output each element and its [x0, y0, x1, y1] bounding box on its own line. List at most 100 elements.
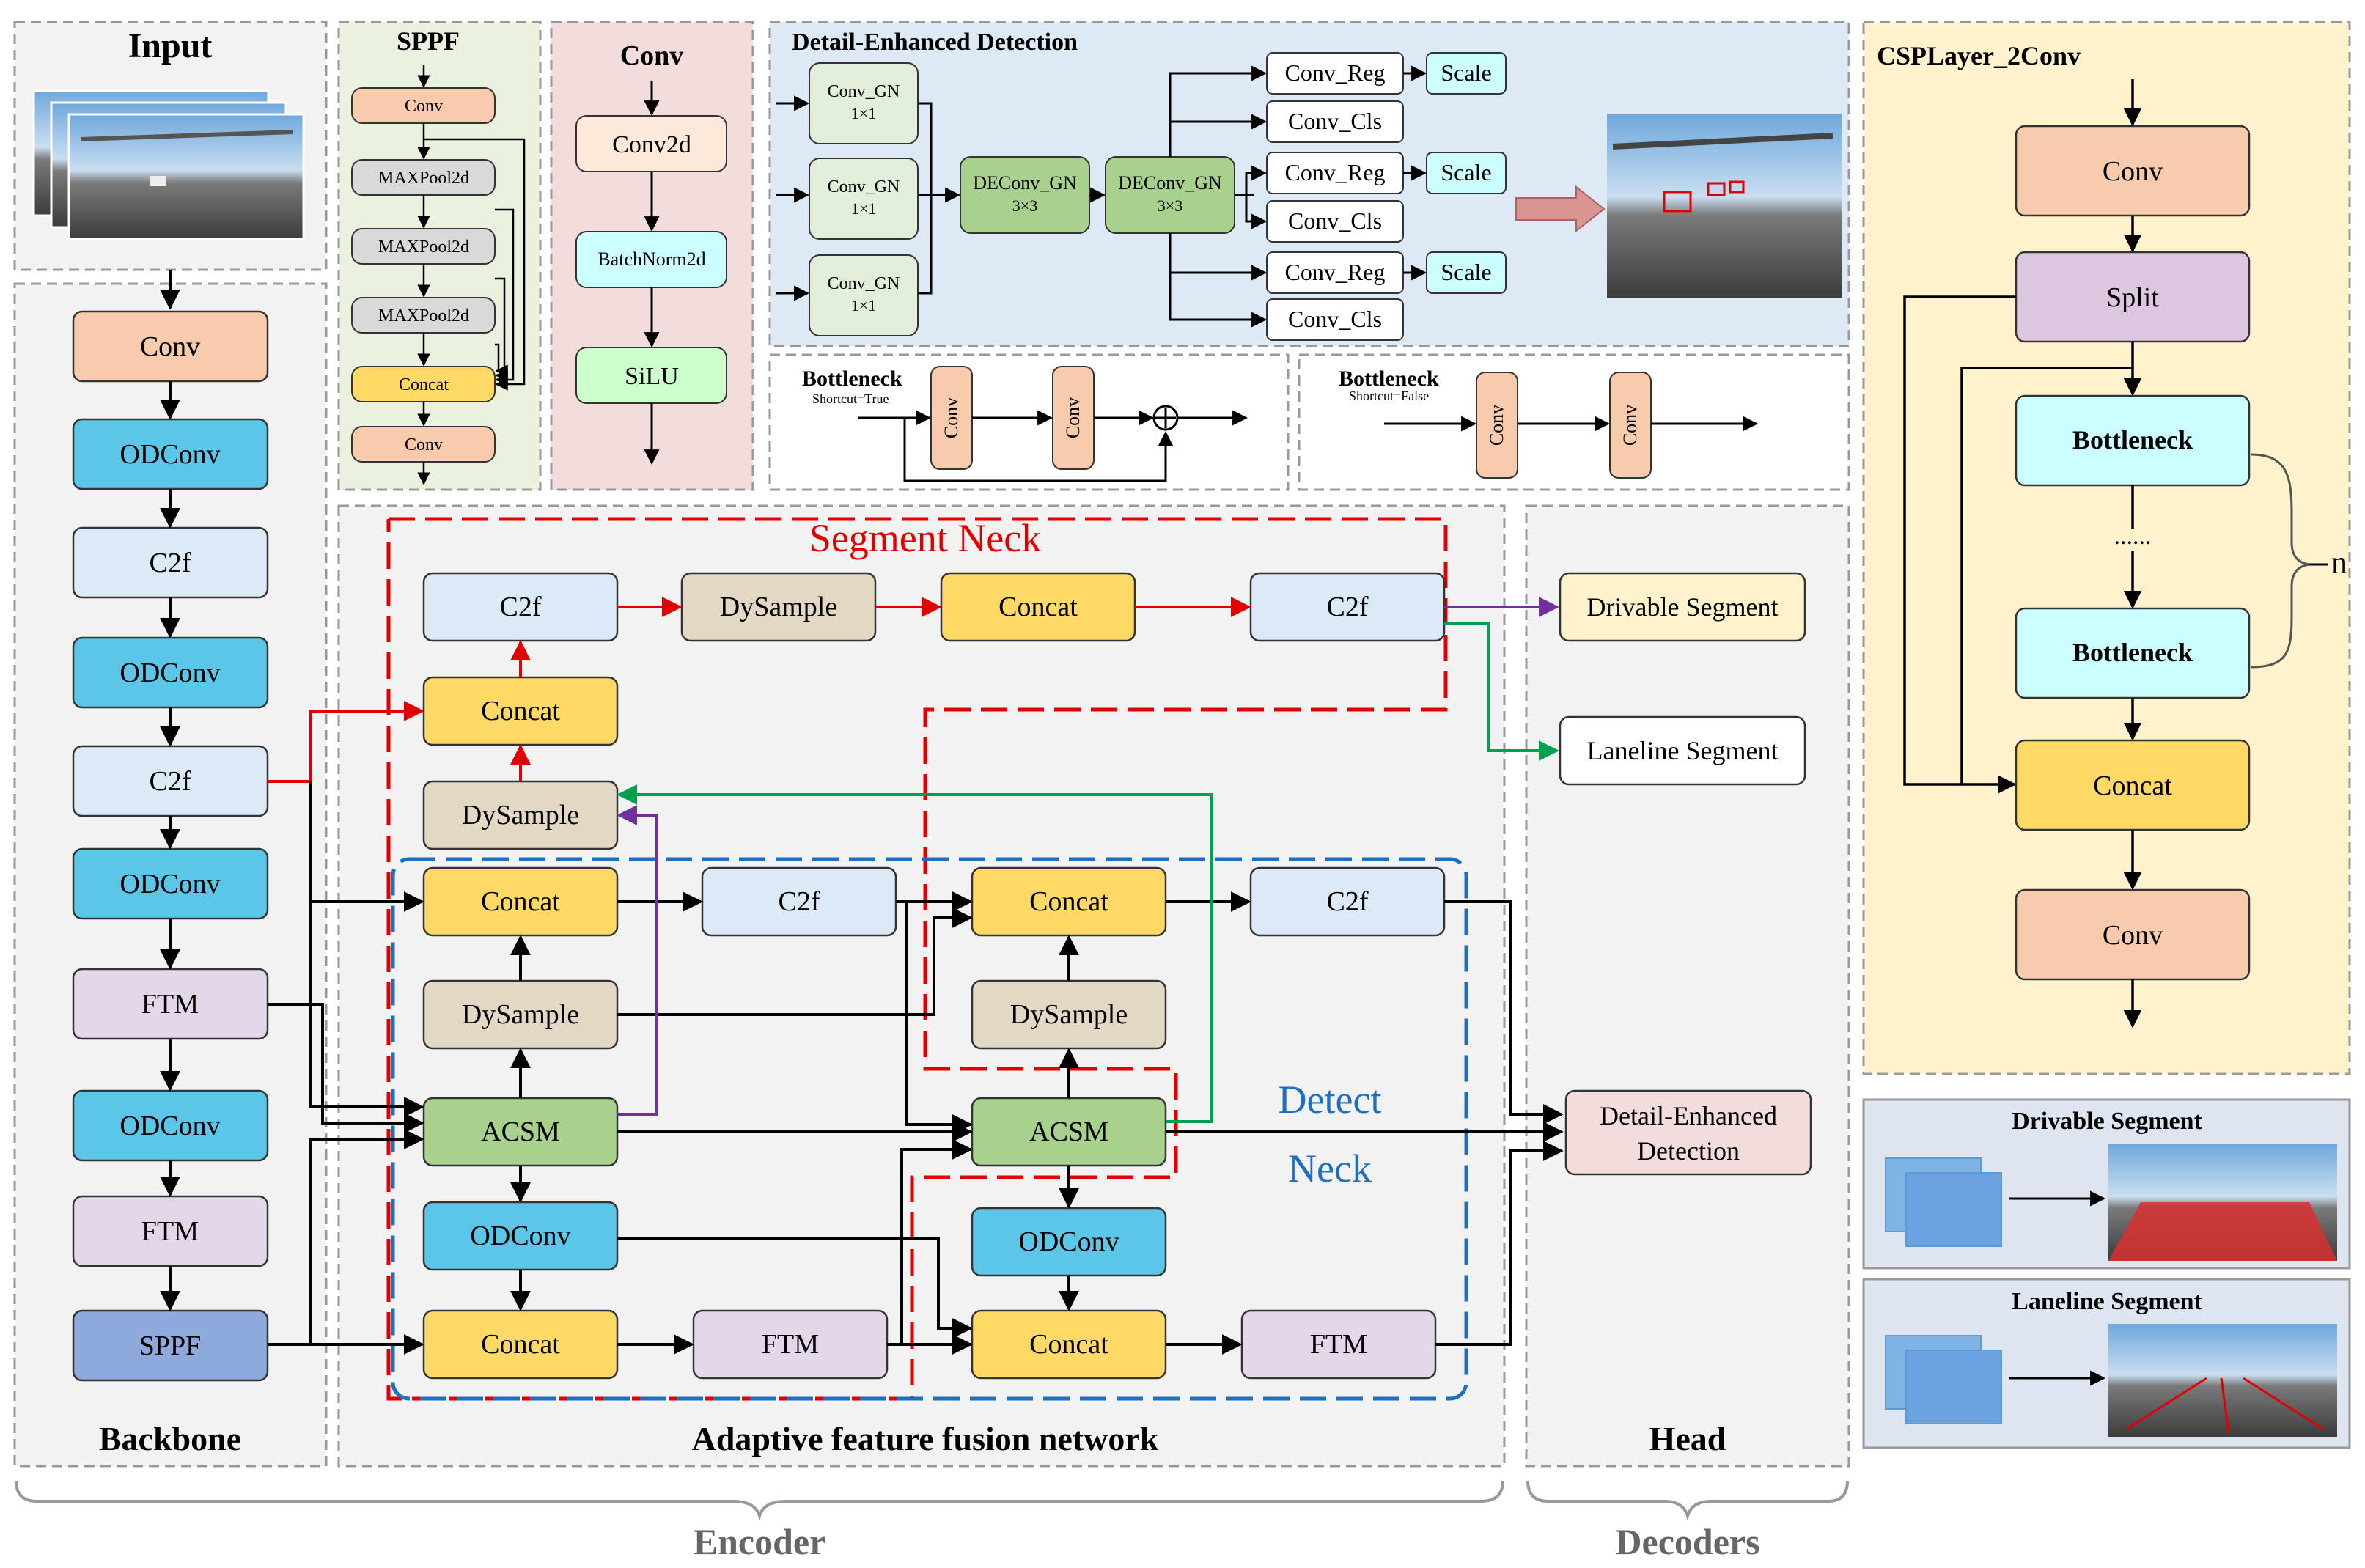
svg-text:Conv_Cls: Conv_Cls	[1288, 108, 1382, 134]
segment-arrows	[268, 597, 1251, 783]
bb-conv-label: Conv	[140, 331, 200, 362]
feature-cube-icon	[1885, 1157, 2002, 1247]
plus-circle-icon	[1152, 405, 1179, 431]
head-label: Head	[1649, 1420, 1726, 1457]
bottleneck-true-title: Bottleneck	[802, 367, 902, 391]
svg-text:Concat: Concat	[1029, 886, 1108, 917]
detect-neck-label-2: Neck	[1288, 1146, 1372, 1190]
encoder-brace	[15, 1480, 1504, 1521]
svg-text:C2f: C2f	[779, 886, 820, 917]
svg-text:BatchNorm2d: BatchNorm2d	[597, 249, 705, 270]
svg-text:Concat: Concat	[481, 696, 560, 726]
csp-blocks: Conv Split Bottleneck ...... Bottleneck …	[2015, 125, 2251, 981]
svg-text:DEConv_GN: DEConv_GN	[1118, 172, 1222, 194]
detail-arrows	[776, 65, 1427, 328]
svg-text:Conv: Conv	[1486, 405, 1507, 446]
svg-text:1×1: 1×1	[851, 199, 876, 218]
detect-neck-label-1: Detect	[1279, 1078, 1382, 1122]
neck-arrows	[268, 781, 1564, 1355]
svg-text:Detail-Enhanced: Detail-Enhanced	[1600, 1101, 1777, 1130]
svg-text:Concat: Concat	[2093, 770, 2172, 801]
svg-text:Conv: Conv	[1062, 397, 1084, 438]
head-detection	[1564, 1089, 1812, 1176]
neck-blocks: C2f DySample Concat C2f Concat DySample …	[422, 572, 1446, 1380]
bb-c2f-1-label: C2f	[150, 548, 191, 578]
detection-result-image	[1607, 114, 1842, 298]
svg-text:Scale: Scale	[1441, 59, 1491, 86]
csp-arrows	[1903, 79, 2142, 1028]
drivable-result-image	[2108, 1144, 2337, 1261]
svg-text:Conv_Reg: Conv_Reg	[1285, 259, 1386, 285]
feature-cube-icon-2	[1885, 1335, 2002, 1424]
svg-text:Concat: Concat	[399, 375, 449, 394]
laneline-result-image	[2108, 1324, 2337, 1437]
svg-text:ODConv: ODConv	[1018, 1226, 1119, 1257]
svg-text:MAXPool2d: MAXPool2d	[378, 238, 469, 257]
csp-n: n	[2331, 545, 2347, 581]
svg-text:Concat: Concat	[998, 592, 1078, 622]
laneline-output-title: Laneline Segment	[2012, 1288, 2202, 1315]
svg-text:Conv: Conv	[941, 397, 962, 438]
segment-neck-region	[386, 517, 1448, 1401]
svg-text:FTM: FTM	[762, 1329, 819, 1360]
bb-odconv-2-label: ODConv	[119, 658, 220, 688]
svg-text:Conv_Cls: Conv_Cls	[1288, 306, 1382, 332]
bottleneck-false-title: Bottleneck	[1339, 367, 1439, 391]
detect-neck-region	[391, 857, 1468, 1401]
svg-text:Scale: Scale	[1441, 159, 1491, 185]
bb-odconv-4-label: ODConv	[119, 1111, 220, 1141]
backbone-label: Backbone	[99, 1420, 241, 1457]
bb-odconv-3-label: ODConv	[119, 869, 220, 899]
decoders-label: Decoders	[1615, 1521, 1759, 1562]
detail-title: Detail-Enhanced Detection	[792, 29, 1078, 56]
svg-text:Conv: Conv	[2103, 156, 2163, 187]
svg-text:Split: Split	[2106, 282, 2159, 313]
input-title: Input	[128, 26, 213, 65]
svg-text:DySample: DySample	[462, 999, 579, 1030]
bottleneck-true-panel	[768, 353, 1290, 491]
road-image-icon	[32, 89, 305, 240]
head-laneline	[1559, 715, 1806, 786]
csp-brace	[2250, 453, 2310, 669]
sppf-arrows	[417, 65, 526, 485]
svg-text:MAXPool2d: MAXPool2d	[378, 169, 469, 188]
bb-c2f-2-label: C2f	[150, 766, 191, 797]
head-panel	[1525, 504, 1850, 1468]
svg-text:C2f: C2f	[500, 592, 542, 622]
svg-text:Conv: Conv	[405, 97, 443, 116]
big-arrow-icon	[1515, 185, 1606, 233]
svg-text:1×1: 1×1	[851, 104, 876, 122]
conv-module-blocks: Conv2d BatchNorm2d SiLU	[575, 115, 727, 404]
svg-text:ACSM: ACSM	[1029, 1116, 1108, 1147]
svg-text:ODConv: ODConv	[470, 1221, 570, 1251]
purple-arrows	[617, 597, 1559, 1116]
sppf-title: SPPF	[397, 26, 460, 56]
svg-text:Conv_GN: Conv_GN	[828, 177, 900, 196]
svg-text:Scale: Scale	[1441, 259, 1491, 285]
csp-title: CSPLayer_2Conv	[1877, 41, 2081, 70]
svg-text:Conv_GN: Conv_GN	[828, 82, 900, 101]
svg-text:MAXPool2d: MAXPool2d	[378, 306, 469, 325]
drivable-output-title: Drivable Segment	[2012, 1108, 2202, 1135]
svg-text:Conv: Conv	[2103, 920, 2163, 951]
svg-text:ACSM: ACSM	[481, 1116, 560, 1147]
svg-text:DySample: DySample	[1010, 999, 1128, 1030]
svg-text:Concat: Concat	[481, 886, 560, 917]
svg-text:3×3: 3×3	[1158, 196, 1182, 215]
svg-text:Conv: Conv	[405, 435, 443, 454]
svg-text:Conv_Cls: Conv_Cls	[1288, 207, 1382, 234]
svg-text:FTM: FTM	[1310, 1329, 1367, 1360]
decoders-brace	[1526, 1480, 1849, 1521]
bottleneck-true-sub: Shortcut=True	[812, 391, 889, 406]
bb-ftm-1-label: FTM	[141, 989, 199, 1020]
svg-text:Conv_Reg: Conv_Reg	[1285, 159, 1386, 185]
svg-text:Laneline Segment: Laneline Segment	[1587, 736, 1779, 765]
svg-text:DySample: DySample	[720, 592, 837, 622]
bottleneck-true-blocks: Conv Conv	[930, 366, 1095, 470]
svg-text:DySample: DySample	[462, 800, 579, 831]
bb-sppf-label: SPPF	[139, 1330, 202, 1361]
sppf-blocks: Conv MAXPool2d MAXPool2d MAXPool2d Conca…	[351, 87, 496, 463]
svg-text:3×3: 3×3	[1012, 196, 1037, 215]
svg-text:Conv: Conv	[1619, 405, 1641, 446]
